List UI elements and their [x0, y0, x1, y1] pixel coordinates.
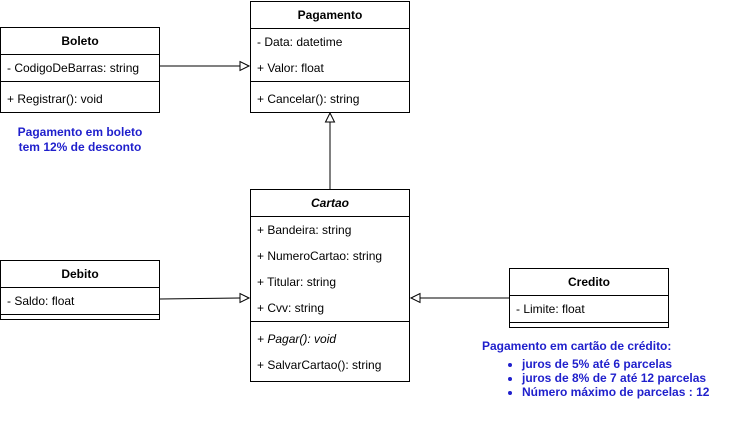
credito-inheritance-arrowhead: [409, 292, 421, 304]
class-debito[interactable]: Debito - Saldo: float: [0, 260, 160, 320]
class-cartao[interactable]: Cartao + Bandeira: string + NumeroCartao…: [250, 189, 410, 382]
method-pagar: + Pagar(): void: [257, 332, 337, 346]
note-credito-item: juros de 8% de 7 até 12 parcelas: [522, 371, 722, 385]
class-name-pagamento: Pagamento: [251, 2, 409, 29]
attributes-boleto: - CodigoDeBarras: string: [1, 55, 159, 82]
attribute-saldo: - Saldo: float: [7, 294, 75, 308]
attribute-codigodebarras: - CodigoDeBarras: string: [7, 61, 140, 75]
attribute-valor: + Valor: float: [257, 61, 324, 75]
note-credito-item: Número máximo de parcelas : 12: [522, 385, 722, 399]
methods-cartao: + Pagar(): void + SalvarCartao(): string: [251, 322, 409, 378]
method-salvarcartao: + SalvarCartao(): string: [257, 358, 382, 372]
class-pagamento[interactable]: Pagamento - Data: datetime + Valor: floa…: [250, 1, 410, 113]
note-credito-title: Pagamento em cartão de crédito:: [482, 339, 672, 353]
method-registrar: + Registrar(): void: [7, 92, 103, 106]
note-credito: Pagamento em cartão de crédito: juros de…: [482, 339, 722, 399]
methods-boleto: + Registrar(): void: [1, 82, 159, 112]
note-credito-list: juros de 5% até 6 parcelas juros de 8% d…: [482, 357, 722, 399]
attributes-cartao: + Bandeira: string + NumeroCartao: strin…: [251, 217, 409, 322]
class-name-boleto: Boleto: [1, 28, 159, 55]
attribute-cvv: + Cvv: string: [257, 301, 325, 315]
attribute-data: - Data: datetime: [257, 35, 343, 49]
note-boleto-line2: tem 12% de desconto: [18, 140, 142, 154]
class-name-credito: Credito: [510, 269, 668, 296]
debito-inheritance-arrowhead: [239, 292, 251, 304]
attribute-bandeira: + Bandeira: string: [257, 223, 352, 237]
class-credito[interactable]: Credito - Limite: float: [509, 268, 669, 328]
attribute-titular: + Titular: string: [257, 275, 337, 289]
attribute-limite: - Limite: float: [516, 302, 585, 316]
boleto-inheritance-arrowhead: [239, 60, 251, 72]
attributes-credito: - Limite: float: [510, 296, 668, 323]
debito-inheritance-line: [159, 297, 241, 300]
methods-debito-empty: [1, 315, 159, 321]
attributes-debito: - Saldo: float: [1, 288, 159, 315]
class-name-debito: Debito: [1, 261, 159, 288]
methods-credito-empty: [510, 323, 668, 329]
attribute-numerocartao: + NumeroCartao: string: [257, 249, 383, 263]
class-name-cartao: Cartao: [251, 190, 409, 217]
attributes-pagamento: - Data: datetime + Valor: float: [251, 29, 409, 82]
note-boleto-line1: Pagamento em boleto: [17, 125, 143, 139]
cartao-inheritance-arrowhead: [324, 111, 336, 123]
note-credito-item: juros de 5% até 6 parcelas: [522, 357, 722, 371]
class-boleto[interactable]: Boleto - CodigoDeBarras: string + Regist…: [0, 27, 160, 113]
note-boleto: Pagamento em boleto tem 12% de desconto: [0, 125, 160, 155]
methods-pagamento: + Cancelar(): string: [251, 82, 409, 112]
method-cancelar: + Cancelar(): string: [257, 92, 360, 106]
